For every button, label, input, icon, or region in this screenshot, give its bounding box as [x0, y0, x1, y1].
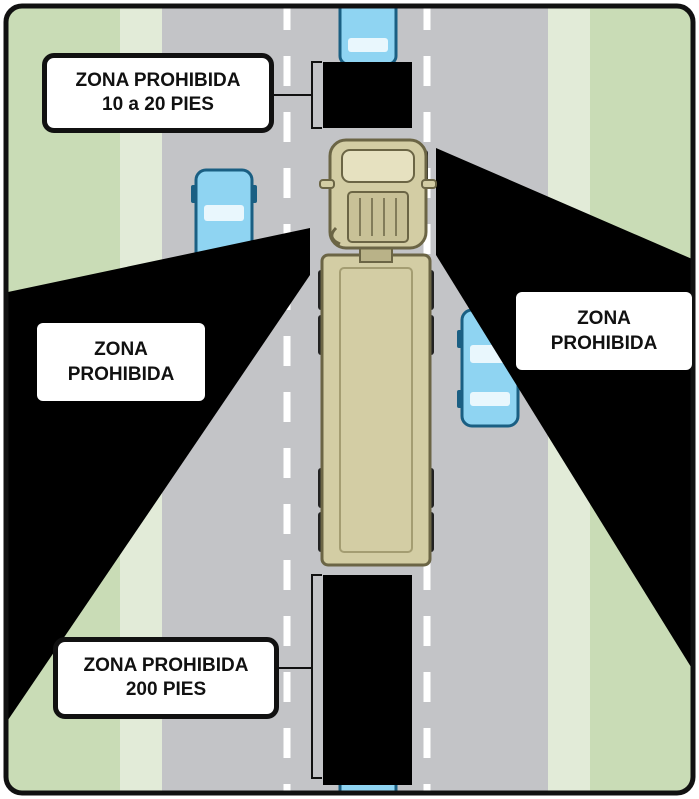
no-zone-rear — [323, 575, 412, 785]
car-icon — [338, 6, 398, 66]
no-zone-front — [323, 62, 412, 128]
right-zone-label-line1: ZONA — [577, 308, 631, 329]
left-zone-label-line1: ZONA — [94, 339, 148, 360]
rear-zone-label: ZONA PROHIBIDA 200 PIES — [53, 637, 279, 719]
left-zone-label-line2: PROHIBIDA — [67, 364, 175, 385]
right-zone-label: ZONA PROHIBIDA — [516, 292, 692, 370]
right-zone-label-line2: PROHIBIDA — [550, 333, 658, 354]
no-zone-right — [436, 148, 693, 680]
bracket-front — [268, 61, 322, 129]
bracket-rear — [278, 574, 322, 779]
left-zone-label: ZONA PROHIBIDA — [37, 323, 205, 401]
semi-truck-icon — [318, 138, 437, 567]
front-zone-label: ZONA PROHIBIDA 10 a 20 PIES — [42, 53, 274, 133]
rear-zone-label-line2: 200 PIES — [125, 679, 207, 700]
rear-zone-label-line1: ZONA PROHIBIDA — [83, 655, 249, 676]
diagram-frame — [3, 3, 696, 796]
front-zone-label-line2: 10 a 20 PIES — [102, 94, 214, 115]
front-zone-label-line1: ZONA PROHIBIDA — [75, 70, 241, 91]
